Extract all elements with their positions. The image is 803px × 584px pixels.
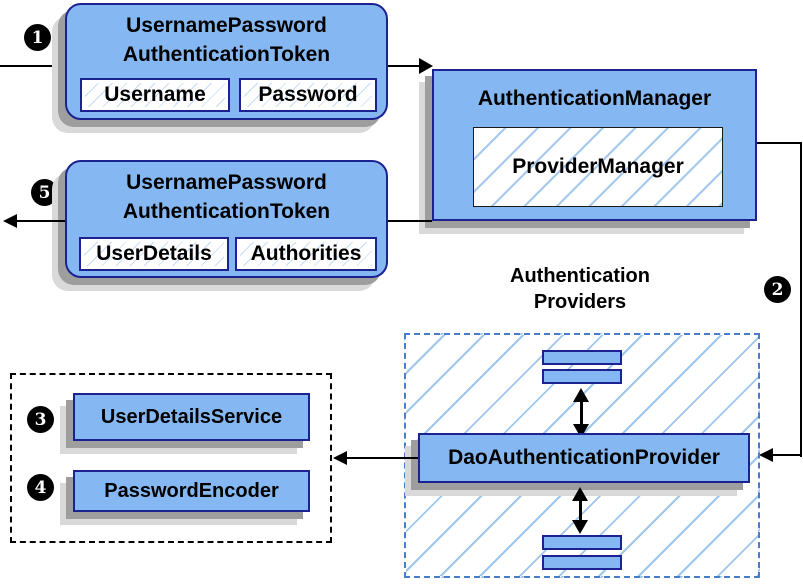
authentication-providers-label-line1: Authentication	[510, 265, 650, 287]
dao-authentication-provider-box: DaoAuthenticationProvider	[418, 433, 750, 483]
provider-link-double-arrow-bottom	[572, 487, 588, 534]
manager-to-provider-line-top	[757, 142, 802, 144]
manager-to-provider-arrowhead-icon	[759, 448, 773, 462]
username-field-label: Username	[104, 83, 206, 106]
provider-link-double-arrow-top	[573, 388, 589, 438]
userdetails-field-box: UserDetails	[79, 237, 229, 271]
request-in-line	[0, 65, 66, 67]
username-field-box: Username	[80, 78, 230, 112]
double-arrow-up-icon	[573, 388, 589, 402]
token-to-manager-arrowhead-icon	[419, 58, 433, 74]
username-password-token-result-box: UsernamePassword AuthenticationToken Use…	[65, 160, 388, 278]
token-request-title: UsernamePassword AuthenticationToken	[67, 11, 386, 69]
step-3-badge: 3	[27, 406, 54, 433]
manager-to-provider-line-right	[800, 142, 802, 457]
token-to-manager-line	[388, 65, 422, 67]
token-result-title: UsernamePassword AuthenticationToken	[67, 168, 386, 226]
authentication-manager-title: AuthenticationManager	[477, 87, 712, 110]
password-field-label: Password	[258, 83, 358, 106]
token-request-title-line1: UsernamePassword	[126, 14, 327, 37]
other-provider-bar-top-1	[542, 350, 622, 365]
password-encoder-box: PasswordEncoder	[73, 470, 310, 512]
manager-to-result-line	[388, 220, 432, 222]
other-provider-bar-bottom-1	[542, 535, 622, 550]
provider-manager-label: ProviderManager	[512, 155, 684, 178]
manager-to-provider-line-bottom	[770, 454, 802, 456]
step-2-badge: 2	[764, 276, 791, 303]
other-provider-bar-bottom-2	[542, 555, 622, 570]
authorities-field-label: Authorities	[250, 242, 362, 265]
double-arrow-shaft	[578, 498, 582, 523]
token-result-title-line1: UsernamePassword	[126, 171, 327, 194]
result-out-arrowhead-icon	[3, 214, 17, 228]
other-provider-bar-top-2	[542, 369, 622, 384]
double-arrow-up-icon	[572, 487, 588, 501]
services-group-box	[10, 373, 332, 543]
user-details-service-box: UserDetailsService	[73, 393, 310, 441]
authorities-field-box: Authorities	[235, 237, 377, 271]
authentication-providers-label: Authentication Providers	[455, 263, 705, 315]
token-request-title-line2: AuthenticationToken	[122, 43, 331, 66]
step-1-badge: 1	[24, 24, 51, 51]
password-encoder-label: PasswordEncoder	[104, 479, 279, 502]
token-result-title-line2: AuthenticationToken	[122, 200, 331, 223]
result-out-line	[10, 220, 65, 222]
user-details-service-label: UserDetailsService	[100, 405, 283, 428]
step-5-badge: 5	[31, 179, 58, 206]
username-password-token-request-box: UsernamePassword AuthenticationToken Use…	[65, 3, 388, 120]
provider-to-services-line	[345, 457, 418, 459]
step-4-badge: 4	[27, 474, 54, 501]
authentication-providers-label-line2: Providers	[533, 291, 627, 313]
double-arrow-down-icon	[572, 520, 588, 534]
double-arrow-shaft	[579, 399, 583, 427]
authentication-manager-box: AuthenticationManager ProviderManager	[432, 69, 757, 221]
provider-to-services-arrowhead-icon	[333, 451, 347, 465]
provider-manager-box: ProviderManager	[473, 127, 723, 207]
dao-authentication-provider-label: DaoAuthenticationProvider	[448, 446, 720, 469]
password-field-box: Password	[239, 78, 377, 112]
userdetails-field-label: UserDetails	[96, 242, 212, 265]
